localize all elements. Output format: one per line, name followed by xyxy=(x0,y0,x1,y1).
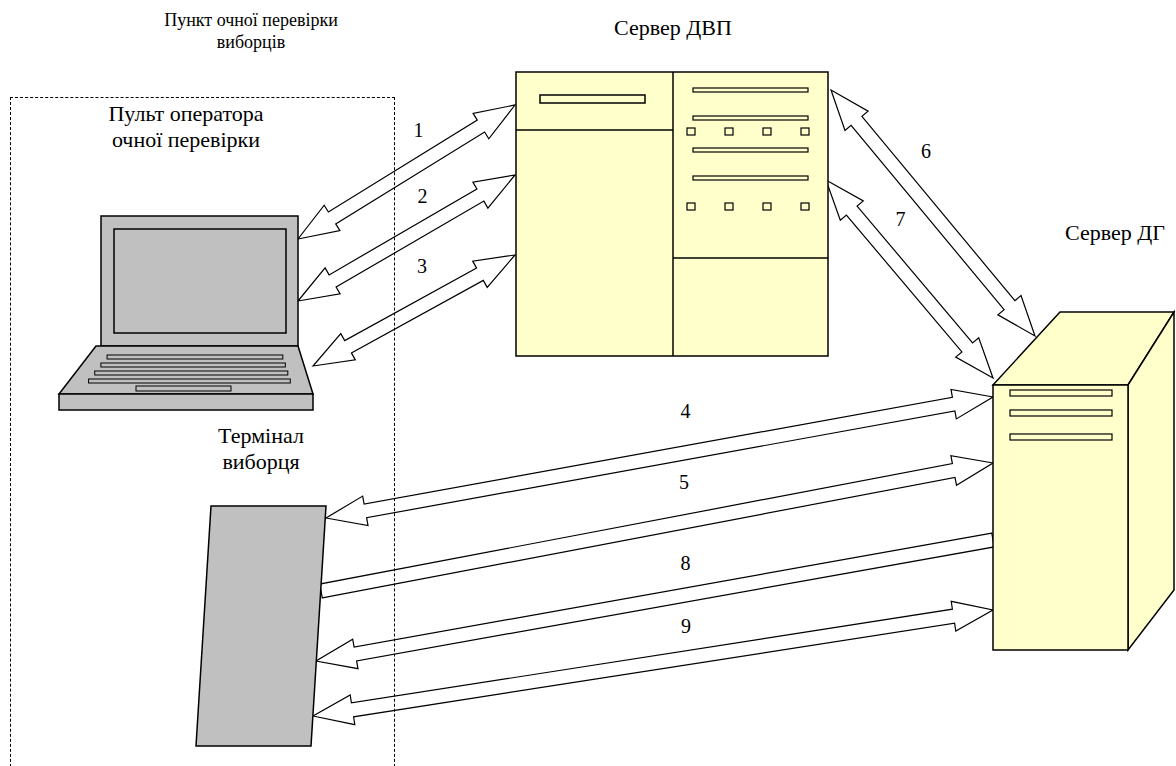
server-dg: Сервер ДГ xyxy=(990,220,1176,652)
double-arrow xyxy=(313,601,993,724)
callout-number: 8 xyxy=(678,552,694,574)
node-label: Пульт оператора очної перевірки xyxy=(86,101,286,154)
callout-number: 9 xyxy=(678,615,694,637)
node-picture xyxy=(990,220,1176,652)
double-arrow xyxy=(826,180,993,378)
callout-number: 1 xyxy=(411,119,427,141)
double-arrow xyxy=(298,105,515,239)
operator-laptop: Пульт оператора очної перевірки xyxy=(56,101,316,413)
double-arrow xyxy=(320,456,993,598)
double-arrow xyxy=(298,175,515,301)
double-arrow xyxy=(326,389,993,525)
callout-number: 7 xyxy=(893,208,909,230)
node-label: Термінал виборця xyxy=(191,423,331,476)
server-dvp: Сервер ДВП xyxy=(515,15,831,357)
double-arrow xyxy=(316,533,994,669)
voter-terminal: Термінал виборця xyxy=(191,421,331,749)
double-arrow xyxy=(313,255,515,366)
callout-number: 4 xyxy=(678,400,694,422)
callout-number: 5 xyxy=(676,471,692,493)
callout-number: 3 xyxy=(414,255,430,277)
node-picture xyxy=(515,15,831,357)
node-label: Пункт очної перевірки виборців xyxy=(146,10,356,53)
node-label: Сервер ДВП xyxy=(555,15,791,41)
callout-number: 6 xyxy=(918,140,934,162)
checkpoint-region: Пункт очної перевірки виборцівПульт опер… xyxy=(10,97,395,766)
node-label: Сервер ДГ xyxy=(1056,220,1174,246)
callout-number: 2 xyxy=(415,185,431,207)
